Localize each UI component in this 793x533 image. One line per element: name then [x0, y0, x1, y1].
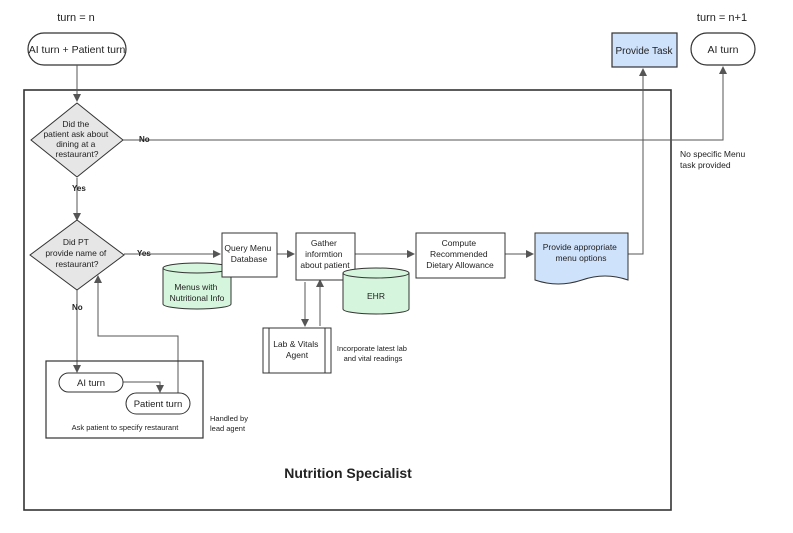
nutrition-specialist-container: [23, 89, 672, 511]
compute-line: Dietary Allowance: [426, 260, 494, 270]
decision1-line: Did the: [62, 119, 89, 129]
decision2-line: restaurant?: [56, 259, 99, 269]
compute-rda-box: Compute Recommended Dietary Allowance: [415, 232, 506, 279]
svg-text:Incorporate latest lab and: Incorporate latest lab and vital reading…: [337, 344, 409, 363]
inner-ai-turn-label: AI turn: [77, 378, 105, 389]
decision1-line: restaurant?: [56, 149, 99, 159]
menus-db-line: Menus with: [174, 282, 217, 292]
decision1-line: patient ask about: [43, 129, 108, 139]
provide-menu-line: menu options: [555, 253, 606, 263]
svg-text:Provide appropriate menu: Provide appropriate menu options: [543, 242, 620, 263]
svg-text:Did the patient ask abou: Did the patient ask about dining at a re…: [43, 119, 110, 159]
start-terminal: AI turn + Patient turn: [27, 32, 127, 66]
decision-provided-restaurant-name: Did PT provide name of restaurant?: [29, 219, 125, 291]
gather-line: about patient: [300, 260, 350, 270]
query-menu-line: Database: [231, 254, 268, 264]
gather-line: informtion: [305, 249, 343, 259]
provide-menu-line: Provide appropriate: [543, 242, 617, 252]
start-label: AI turn + Patient turn: [29, 44, 126, 56]
decision-asked-about-restaurant: Did the patient ask about dining at a re…: [30, 102, 124, 178]
ehr-database: EHR: [342, 267, 410, 315]
no-label-2: No: [72, 303, 83, 312]
ai-turn-end-label: AI turn: [708, 44, 739, 56]
yes-label-1: Yes: [72, 184, 86, 193]
gather-line: Gather: [311, 238, 337, 248]
ai-turn-terminal: AI turn: [690, 32, 756, 66]
ehr-label: EHR: [367, 291, 385, 301]
provide-task-label: Provide Task: [615, 46, 673, 57]
decision1-line: dining at a: [56, 139, 95, 149]
svg-text:Compute Recommended: Compute Recommended Dietary Allowance: [426, 238, 494, 270]
lab-agent-line: Agent: [286, 350, 309, 360]
inner-patient-turn-terminal: Patient turn: [125, 392, 191, 415]
svg-text:Lab & Vitals Agent: Lab & Vitals Agent: [273, 339, 321, 360]
no-menu-note-line: No specific Menu: [680, 149, 745, 159]
yes-label-2: Yes: [137, 249, 151, 258]
menus-database: Menus with Nutritional Info: [162, 262, 232, 310]
ask-patient-label: Ask patient to specify restaurant: [72, 423, 180, 432]
incorporate-note-line: and vital readings: [344, 354, 403, 363]
inner-patient-turn-label: Patient turn: [134, 399, 183, 410]
compute-line: Compute: [442, 238, 477, 248]
provide-menu-options-doc: Provide appropriate menu options: [534, 232, 629, 285]
lab-vitals-agent-box: Lab & Vitals Agent: [262, 327, 332, 374]
incorporate-note-line: Incorporate latest lab: [337, 344, 407, 353]
no-label-1: No: [139, 135, 150, 144]
svg-text:No specific Menu task prov: No specific Menu task provided: [680, 149, 748, 170]
query-menu-box: Query Menu Database: [221, 232, 278, 278]
query-menu-line: Query Menu: [224, 243, 271, 253]
decision2-line: provide name of: [45, 248, 107, 258]
handled-by-line: lead agent: [210, 424, 246, 433]
lab-agent-line: Lab & Vitals: [273, 339, 318, 349]
menus-db-line: Nutritional Info: [170, 293, 225, 303]
no-menu-note-line: task provided: [680, 160, 731, 170]
svg-text:Did PT provide name of: Did PT provide name of restaurant?: [45, 237, 108, 269]
ask-patient-loop-box: [45, 360, 204, 439]
container-title: Nutrition Specialist: [284, 465, 412, 481]
svg-text:Handled by lead agent: Handled by lead agent: [210, 414, 250, 433]
handled-by-line: Handled by: [210, 414, 248, 423]
turn-n1-label: turn = n+1: [697, 12, 747, 24]
svg-text:Query Menu Database: Query Menu Database: [224, 243, 273, 264]
inner-ai-turn-terminal: AI turn: [58, 372, 124, 393]
provide-task-box: Provide Task: [611, 32, 678, 68]
turn-n-label: turn = n: [57, 12, 95, 24]
svg-text:Menus with Nutritional I: Menus with Nutritional Info: [170, 282, 225, 303]
compute-line: Recommended: [430, 249, 488, 259]
decision2-line: Did PT: [63, 237, 89, 247]
svg-text:Gather informtion: Gather informtion about patient: [300, 238, 350, 270]
